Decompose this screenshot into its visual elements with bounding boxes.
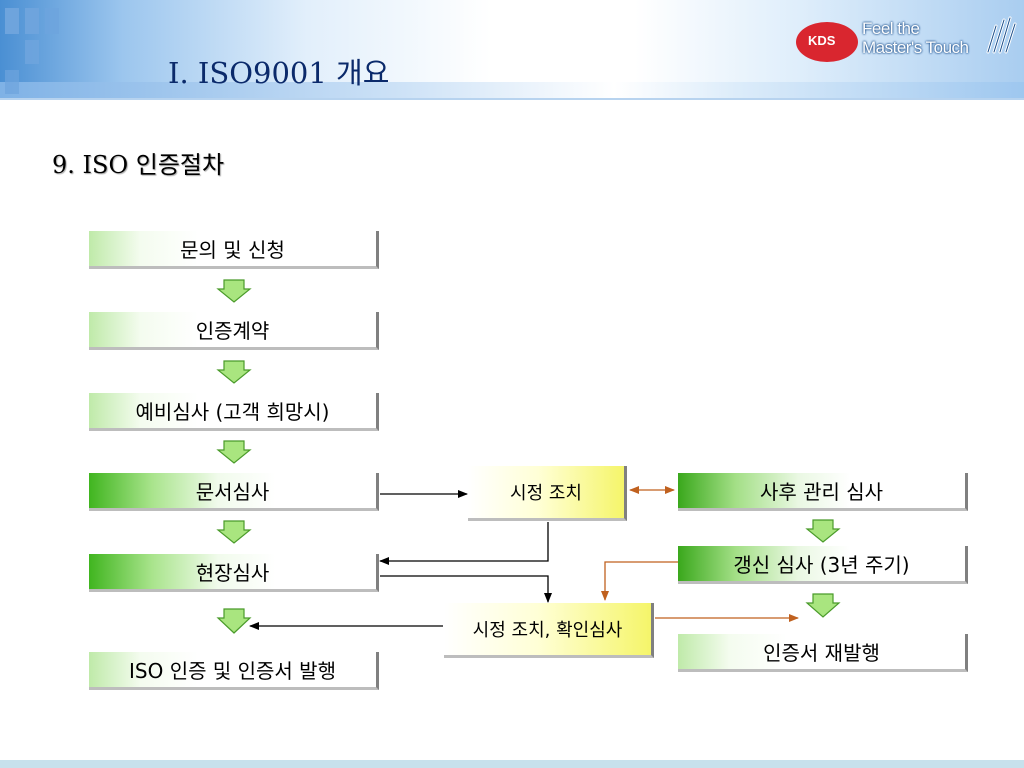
down-arrow-icon <box>216 279 252 303</box>
corrective-verify-box: 시정 조치, 확인심사 <box>444 603 654 658</box>
step-certification-contract: 인증계약 <box>89 312 379 350</box>
step-onsite-audit: 현장심사 <box>89 554 379 592</box>
section-subtitle: 9. ISO 인증절차 <box>52 151 225 179</box>
hand-icon <box>986 16 1017 54</box>
step-certificate-issue: ISO 인증 및 인증서 발행 <box>89 652 379 690</box>
logo-text: KDS <box>808 33 836 48</box>
slogan-line-1: Feel the <box>862 19 920 38</box>
slogan: Feel the Master's Touch <box>862 19 969 57</box>
renewal-audit-box: 갱신 심사 (3년 주기) <box>678 546 968 584</box>
down-arrow-icon <box>216 520 252 544</box>
corrective-action-box: 시정 조치 <box>468 466 627 521</box>
header-square <box>25 40 39 64</box>
down-arrow-icon <box>805 593 841 618</box>
footer-band <box>0 760 1024 768</box>
slogan-line-2: Master's Touch <box>862 38 969 57</box>
arrow-onsite-to-verify <box>380 575 552 603</box>
header-base <box>0 82 1024 100</box>
slide-title: I. ISO9001 개요 <box>168 56 390 90</box>
header-square <box>25 8 39 34</box>
header-square <box>45 8 59 34</box>
header-divider <box>0 98 1024 100</box>
kds-logo-icon <box>796 22 858 62</box>
arrow-renewal-to-verify <box>601 561 678 601</box>
header-square <box>5 70 19 94</box>
down-arrow-icon <box>805 519 841 543</box>
step-certificate-issue-label: ISO 인증 및 인증서 발행 <box>129 659 336 683</box>
step-preliminary-audit: 예비심사 (고객 희망시) <box>89 393 379 431</box>
down-arrow-icon <box>216 360 252 384</box>
slide-header: I. ISO9001 개요 KDS Feel the Master's Touc… <box>0 0 1024 100</box>
down-arrow-icon <box>216 440 252 464</box>
arrow-corrective-to-onsite <box>379 522 549 565</box>
step-inquiry-application: 문의 및 신청 <box>89 231 379 269</box>
down-arrow-icon <box>216 608 252 634</box>
header-square <box>5 8 19 34</box>
certificate-reissue-box: 인증서 재발행 <box>678 634 968 672</box>
step-document-audit: 문서심사 <box>89 473 379 511</box>
post-audit-box: 사후 관리 심사 <box>678 473 968 511</box>
